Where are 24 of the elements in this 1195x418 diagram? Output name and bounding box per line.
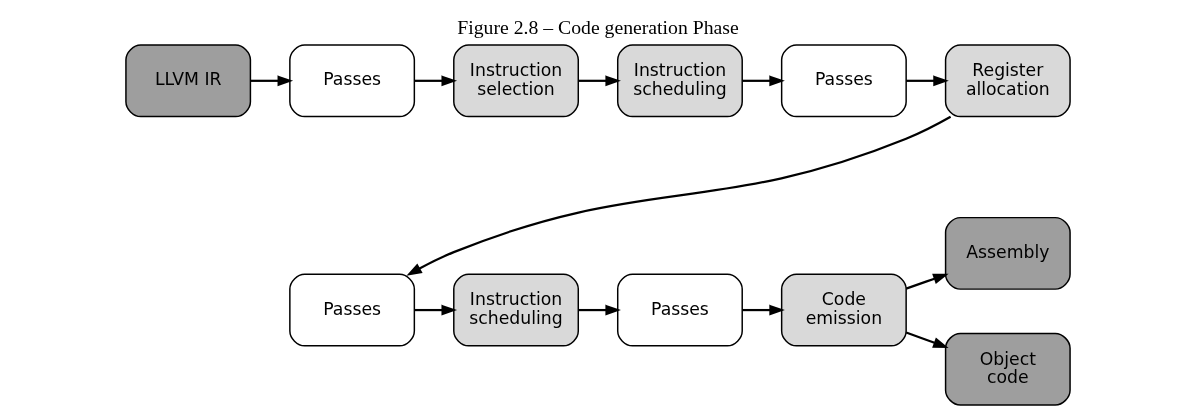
arrow [577, 75, 621, 87]
arrow [741, 75, 785, 87]
node-box: Instruction scheduling [616, 44, 743, 118]
node-box: Code emission [780, 273, 907, 347]
node-box: Assembly [944, 216, 1071, 290]
arrow [405, 115, 951, 276]
arrow [249, 75, 293, 87]
diagram-title: Figure 2.8 – Code generation Phase [456, 15, 739, 38]
arrow [905, 331, 949, 348]
node-box: Passes [288, 273, 415, 347]
node-box: Instruction scheduling [452, 273, 579, 347]
node-box: Passes [288, 44, 415, 118]
node-box: Passes [616, 273, 743, 347]
arrow [413, 75, 457, 87]
arrow [413, 304, 457, 316]
node-box: Instruction selection [452, 44, 579, 118]
arrow [741, 304, 785, 316]
node-box: Register allocation [944, 44, 1071, 118]
arrow [905, 75, 949, 87]
arrow [577, 304, 621, 316]
node-box: Passes [780, 44, 907, 118]
arrow [905, 273, 949, 290]
node-box: Object code [944, 332, 1071, 406]
node-box: LLVM IR [124, 44, 251, 118]
